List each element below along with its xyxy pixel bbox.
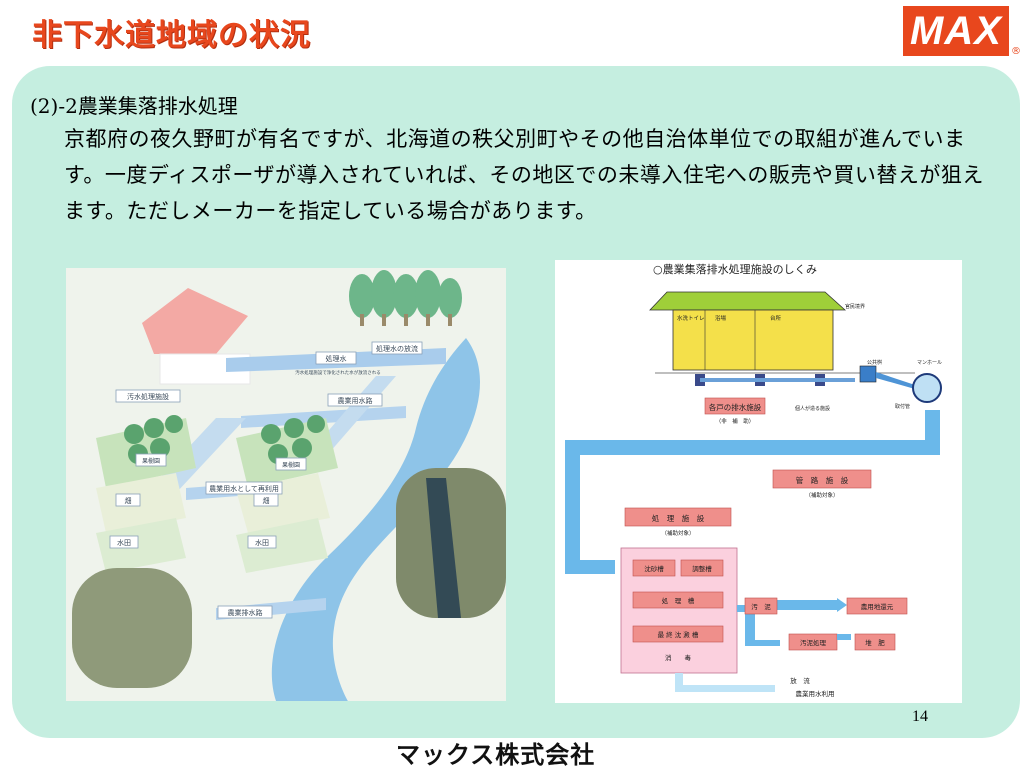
- label-settle-tank: 最 終 沈 澱 槽: [658, 630, 699, 639]
- label-pipe-subsidy: （補助対象）: [805, 491, 838, 499]
- label-return-farm: 農用地還元: [861, 602, 894, 611]
- label-field-left: 畑: [125, 497, 132, 505]
- label-treated-release: 処理水の放流: [376, 344, 418, 353]
- village-drainage-svg: 処理水 汚水処理施設で浄化された水が放流される 処理水の放流 汚水処理施設 農業…: [66, 268, 506, 701]
- label-paddy-left: 水田: [117, 538, 131, 547]
- label-grit-tank: 沈砂槽: [644, 564, 664, 573]
- company-name: マックス株式会社: [396, 741, 596, 768]
- max-logo: MAX: [903, 6, 1009, 56]
- label-flow-treated-note: 汚水処理施設で浄化された水が放流される: [295, 369, 381, 376]
- treatment-system-svg: ○農業集落排水処理施設のしくみ 水洗トイレ 浴場 台所 官民境界 公共桝 マンホ…: [555, 260, 962, 703]
- label-individual: 個人が造る施設: [795, 405, 830, 412]
- label-compost: 堆 肥: [865, 638, 885, 647]
- label-field-right: 畑: [263, 497, 270, 505]
- label-fruit-right: 果樹園: [282, 461, 300, 469]
- label-toilet: 水洗トイレ: [677, 314, 705, 322]
- label-discharge: 放 流: [790, 676, 810, 685]
- body-paragraph: 京都府の夜久野町が有名ですが、北海道の秩父別町やその他自治体単位での取組が進んで…: [64, 127, 984, 223]
- label-drain: 農業排水路: [228, 608, 263, 617]
- label-agri-reuse: 農業用水利用: [796, 689, 835, 698]
- label-adjust-tank: 調整槽: [692, 564, 712, 573]
- label-paddy-right: 水田: [255, 538, 269, 547]
- label-treat-facility: 処 理 施 設: [652, 513, 705, 523]
- label-disinfect: 消 毒: [665, 653, 692, 662]
- label-non-subsidy: （非 補 助）: [716, 417, 755, 425]
- registered-mark: ®: [1011, 46, 1021, 57]
- label-treat-tank: 処 理 槽: [662, 596, 695, 605]
- village-drainage-illustration: 処理水 汚水処理施設で浄化された水が放流される 処理水の放流 汚水処理施設 農業…: [66, 268, 506, 701]
- label-flow-treated: 処理水: [326, 354, 347, 363]
- label-manhole: マンホール: [917, 360, 942, 366]
- diagram-title: ○農業集落排水処理施設のしくみ: [653, 262, 817, 276]
- label-intake-pipe: 取付管: [895, 403, 910, 410]
- label-reuse: 農業用水として再利用: [209, 484, 279, 493]
- label-agri-channel: 農業用水路: [338, 396, 373, 405]
- label-kitchen: 台所: [770, 314, 782, 322]
- label-sludge-treat: 汚泥処理: [800, 638, 827, 647]
- section-heading: (2)-2農業集落排水処理: [30, 94, 238, 118]
- label-sewage-facility: 汚水処理施設: [127, 392, 169, 401]
- label-bath: 浴場: [715, 314, 727, 322]
- label-fruit-left: 果樹園: [142, 457, 160, 465]
- label-pipe-facility: 管 路 施 設: [796, 475, 849, 485]
- label-sludge: 汚 泥: [751, 603, 771, 611]
- label-boundary: 官民境界: [845, 303, 865, 310]
- label-house-drain: 各戸の排水施設: [709, 402, 762, 412]
- label-treat-subsidy: （補助対象）: [661, 529, 694, 537]
- page-number: 14: [912, 708, 928, 725]
- page-title: 非下水道地域の状況: [32, 18, 311, 53]
- treatment-system-diagram: ○農業集落排水処理施設のしくみ 水洗トイレ 浴場 台所 官民境界 公共桝 マンホ…: [555, 260, 962, 703]
- label-shared-pit: 公共桝: [867, 359, 882, 366]
